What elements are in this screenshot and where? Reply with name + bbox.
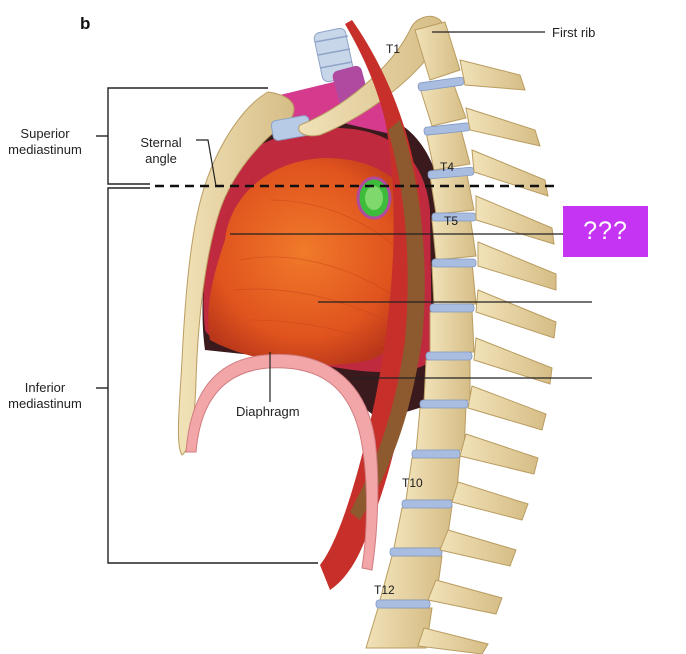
vertebra-t12-label: T12 xyxy=(374,583,395,597)
panel-letter: b xyxy=(80,14,91,33)
superior-bracket xyxy=(96,87,268,185)
esophagus xyxy=(350,120,425,520)
superior-mediastinum-line1: Superior xyxy=(20,126,70,141)
vertebra-t5-label: T5 xyxy=(444,214,459,228)
first-rib-label: First rib xyxy=(552,25,596,40)
sternal-angle-line1: Sternal xyxy=(140,135,182,150)
leader-lines xyxy=(196,31,592,402)
superior-mediastinum-label: Superior mediastinum xyxy=(0,126,90,158)
inferior-mediastinum-label: Inferior mediastinum xyxy=(0,380,90,412)
vertebral-column xyxy=(365,21,557,654)
vertebra-t4-label: T4 xyxy=(440,160,455,174)
vertebra-t1-label: T1 xyxy=(386,42,401,56)
vertebra-t10-label: T10 xyxy=(402,476,423,490)
diaphragm-label: Diaphragm xyxy=(236,404,300,419)
inferior-mediastinum-line2: mediastinum xyxy=(8,396,82,411)
descending-aorta xyxy=(320,20,421,590)
sternal-angle-label: Sternal angle xyxy=(130,135,192,167)
hidden-label-box[interactable]: ??? xyxy=(563,206,648,257)
sternal-angle-line2: angle xyxy=(145,151,177,166)
superior-mediastinum-line2: mediastinum xyxy=(8,142,82,157)
inferior-mediastinum-line1: Inferior xyxy=(24,380,66,395)
trachea xyxy=(313,27,355,83)
diaphragm xyxy=(185,353,379,571)
inferior-bracket xyxy=(96,187,318,564)
